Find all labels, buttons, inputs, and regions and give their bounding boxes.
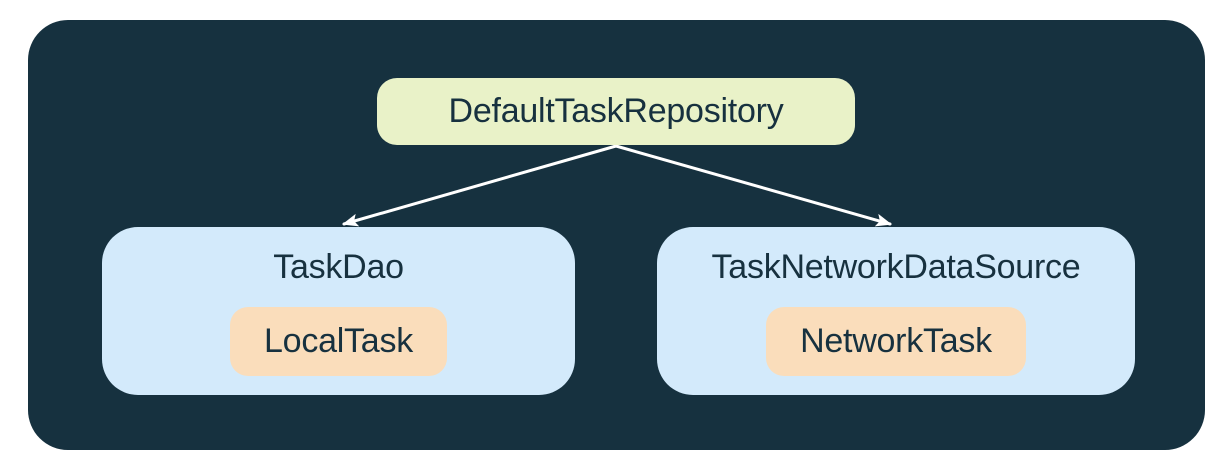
taskdao-node: TaskDao LocalTask (102, 227, 575, 395)
network-datasource-label: TaskNetworkDataSource (711, 248, 1081, 286)
taskdao-label: TaskDao (273, 248, 404, 286)
networktask-label: NetworkTask (800, 322, 992, 360)
network-datasource-node: TaskNetworkDataSource NetworkTask (657, 227, 1135, 395)
repository-label: DefaultTaskRepository (448, 92, 784, 130)
localtask-chip: LocalTask (230, 307, 447, 376)
localtask-label: LocalTask (264, 322, 413, 360)
repository-node: DefaultTaskRepository (377, 78, 855, 145)
networktask-chip: NetworkTask (766, 307, 1026, 376)
